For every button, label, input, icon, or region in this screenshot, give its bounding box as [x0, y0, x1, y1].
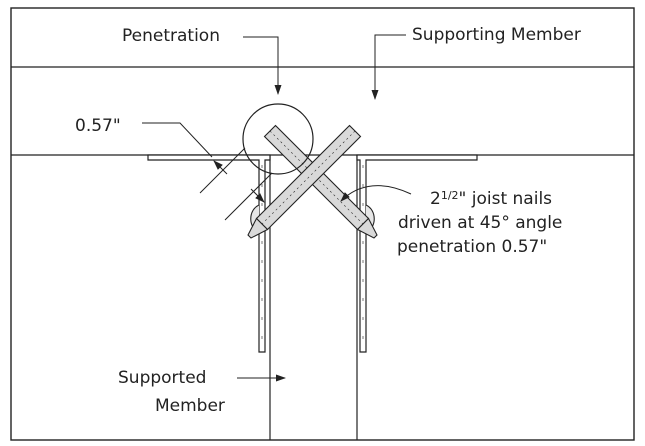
penetration-label: Penetration	[122, 26, 220, 46]
hanger-left-side	[147, 154, 271, 353]
nail-length-fraction: 1/2	[441, 189, 459, 202]
supporting-member-label: Supporting Member	[412, 25, 581, 45]
nail-type-text: " joist nails	[459, 189, 553, 209]
nail-length-whole: 2	[430, 189, 441, 209]
nail-note-line-3: penetration 0.57"	[397, 237, 547, 257]
joist-hanger	[147, 154, 478, 353]
nail-note-leader	[340, 185, 412, 202]
supported-member	[269, 155, 358, 440]
supported-member-label-line-1: Supported	[118, 368, 206, 388]
supporting-member-leader	[371, 34, 406, 100]
nail-note-line-2: driven at 45° angle	[398, 213, 562, 233]
supported-member-label-line-2: Member	[155, 396, 225, 416]
dimension-label: 0.57"	[75, 116, 121, 136]
dimension-leader	[142, 122, 213, 158]
penetration-dimension	[199, 147, 273, 221]
joist-nail-right	[247, 124, 362, 239]
nail-note-line-1: 21/2" joist nails	[430, 189, 552, 209]
penetration-leader	[243, 36, 282, 95]
diagram-border	[10, 7, 635, 441]
penetration-circle	[242, 103, 314, 175]
hanger-right-side	[356, 154, 478, 353]
